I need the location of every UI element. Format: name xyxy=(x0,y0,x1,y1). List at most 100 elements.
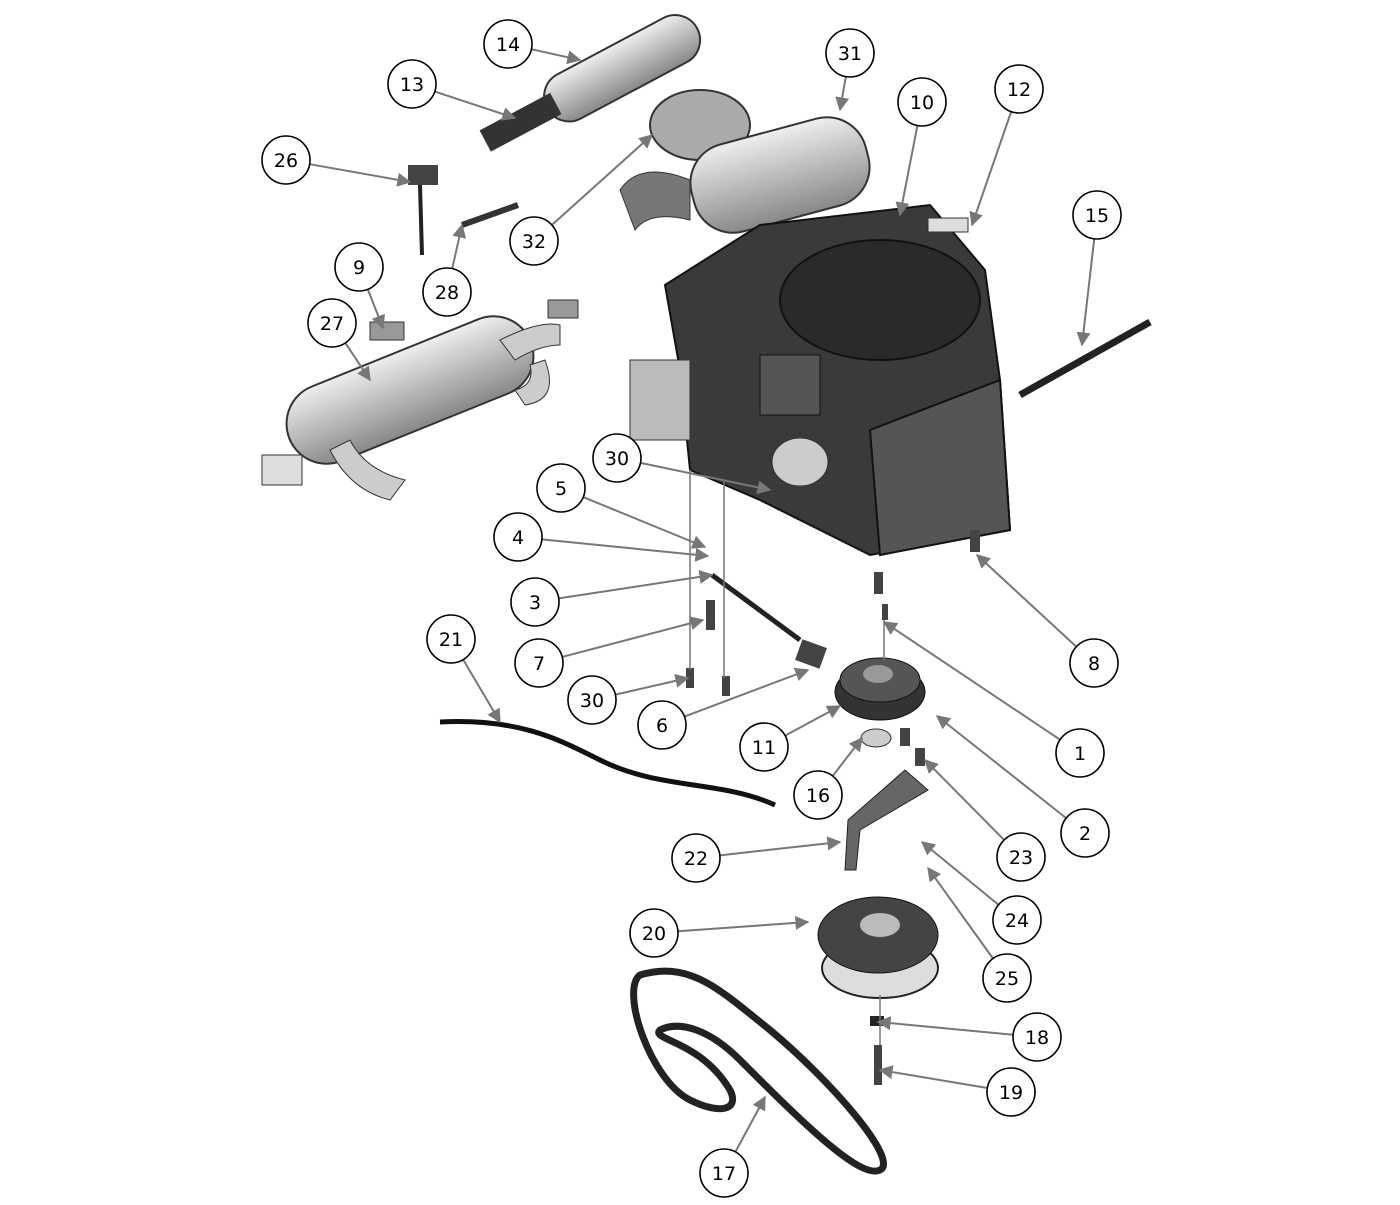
callout-number: 30 xyxy=(580,690,604,712)
callout-circle xyxy=(514,638,564,688)
callout-number: 6 xyxy=(656,715,668,737)
leader-line-18 xyxy=(876,1016,1014,1036)
callout-number: 13 xyxy=(400,74,424,96)
callout-23[interactable]: 23 xyxy=(996,832,1046,882)
callout-number: 1 xyxy=(1074,743,1086,765)
callout-14[interactable]: 14 xyxy=(483,19,533,69)
pulley-part xyxy=(834,657,926,748)
callout-1[interactable]: 1 xyxy=(1055,728,1105,778)
callout-number: 23 xyxy=(1009,847,1033,869)
callout-circle xyxy=(1055,728,1105,778)
callout-9[interactable]: 9 xyxy=(334,242,384,292)
leader-line-13 xyxy=(434,90,517,121)
callout-circle xyxy=(994,64,1044,114)
callout-28[interactable]: 28 xyxy=(422,267,472,317)
air-cleaner-part xyxy=(619,89,871,234)
callout-circle xyxy=(536,463,586,513)
callout-circle xyxy=(334,242,384,292)
callout-12[interactable]: 12 xyxy=(994,64,1044,114)
leader-line-28 xyxy=(451,223,467,269)
callout-21[interactable]: 21 xyxy=(426,614,476,664)
callout-30[interactable]: 30 xyxy=(567,675,617,725)
leader-line-10 xyxy=(895,125,919,217)
callout-number: 25 xyxy=(995,968,1019,990)
engine-block-part xyxy=(629,203,1012,557)
callout-15[interactable]: 15 xyxy=(1072,190,1122,240)
leader-line-23 xyxy=(924,759,1005,841)
callout-circle xyxy=(982,953,1032,1003)
leader-line-4 xyxy=(541,538,710,562)
callout-number: 8 xyxy=(1088,653,1100,675)
leader-line-24 xyxy=(920,841,1000,906)
callout-17[interactable]: 17 xyxy=(699,1148,749,1198)
leader-line-22 xyxy=(719,836,842,857)
callout-26[interactable]: 26 xyxy=(261,135,311,185)
callout-18[interactable]: 18 xyxy=(1012,1012,1062,1062)
leader-line-1 xyxy=(882,621,1061,741)
callout-circle xyxy=(509,216,559,266)
callout-number: 12 xyxy=(1007,79,1031,101)
leader-line-17 xyxy=(734,1095,766,1153)
callout-circle xyxy=(307,298,357,348)
callout-circle xyxy=(1012,1012,1062,1062)
callout-number: 24 xyxy=(1005,910,1029,932)
callout-circle xyxy=(592,433,642,483)
callout-30[interactable]: 30 xyxy=(592,433,642,483)
callout-16[interactable]: 16 xyxy=(793,770,843,820)
callout-circle xyxy=(1069,638,1119,688)
callout-number: 2 xyxy=(1079,823,1091,845)
callout-number: 20 xyxy=(642,923,666,945)
callout-number: 26 xyxy=(274,150,298,172)
muffler-part xyxy=(479,14,702,152)
callout-31[interactable]: 31 xyxy=(825,28,875,78)
callout-32[interactable]: 32 xyxy=(509,216,559,266)
callout-25[interactable]: 25 xyxy=(982,953,1032,1003)
callout-7[interactable]: 7 xyxy=(514,638,564,688)
leader-line-31 xyxy=(835,76,850,112)
leader-line-15 xyxy=(1076,238,1096,347)
harness-part xyxy=(439,719,777,808)
callout-circle xyxy=(986,1067,1036,1117)
callout-3[interactable]: 3 xyxy=(510,577,560,627)
callout-13[interactable]: 13 xyxy=(387,59,437,109)
cable-part xyxy=(1018,318,1152,399)
callout-number: 30 xyxy=(605,448,629,470)
callout-number: 32 xyxy=(522,231,546,253)
callout-27[interactable]: 27 xyxy=(307,298,357,348)
callout-circle xyxy=(897,77,947,127)
leader-line-26 xyxy=(309,163,412,187)
callout-number: 16 xyxy=(806,785,830,807)
leader-line-14 xyxy=(531,48,582,65)
callout-circle xyxy=(1060,808,1110,858)
callout-19[interactable]: 19 xyxy=(986,1067,1036,1117)
callout-number: 31 xyxy=(838,43,862,65)
callout-8[interactable]: 8 xyxy=(1069,638,1119,688)
leader-line-20 xyxy=(677,915,810,933)
callout-10[interactable]: 10 xyxy=(897,77,947,127)
callout-11[interactable]: 11 xyxy=(739,722,789,772)
callouts: 1413263110121532289273054372130611168122… xyxy=(261,19,1122,1198)
callout-number: 17 xyxy=(712,1163,736,1185)
leader-line-8 xyxy=(975,554,1078,648)
callout-20[interactable]: 20 xyxy=(629,908,679,958)
leader-line-27 xyxy=(344,342,371,382)
callout-5[interactable]: 5 xyxy=(536,463,586,513)
leader-line-11 xyxy=(784,705,842,737)
leader-line-5 xyxy=(582,496,707,549)
callout-number: 27 xyxy=(320,313,344,335)
callout-circle xyxy=(996,832,1046,882)
callout-2[interactable]: 2 xyxy=(1060,808,1110,858)
clutch-part xyxy=(817,896,939,1085)
callout-number: 28 xyxy=(435,282,459,304)
callout-4[interactable]: 4 xyxy=(493,512,543,562)
leader-line-12 xyxy=(969,111,1013,227)
leader-line-3 xyxy=(558,569,714,600)
callout-6[interactable]: 6 xyxy=(637,700,687,750)
leader-line-16 xyxy=(831,736,863,777)
callout-24[interactable]: 24 xyxy=(992,895,1042,945)
leader-line-9 xyxy=(366,288,385,330)
leader-line-21 xyxy=(462,659,501,724)
callout-22[interactable]: 22 xyxy=(671,833,721,883)
callout-circle xyxy=(483,19,533,69)
